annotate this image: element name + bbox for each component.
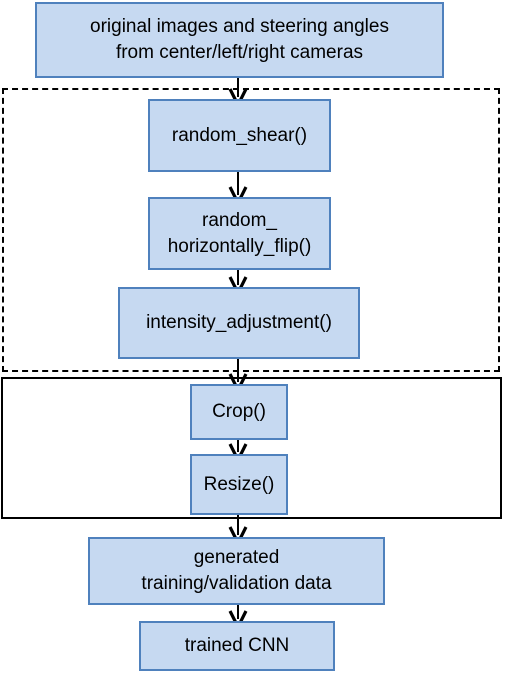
crop-label: Crop() xyxy=(212,401,266,422)
source-node-line2: from center/left/right cameras xyxy=(115,42,364,63)
source-node-line1: original images and steering angles xyxy=(90,16,389,37)
crop-node: Crop() xyxy=(190,384,288,440)
random-flip-line2: horizontally_flip() xyxy=(167,235,312,257)
resize-label: Resize() xyxy=(203,473,275,495)
trained-cnn-node: trained CNN xyxy=(139,621,335,671)
generated-data-line2: training/validation data xyxy=(141,573,332,594)
trained-cnn-label: trained CNN xyxy=(184,635,290,656)
preprocessing-group-frame xyxy=(1,377,502,519)
source-node: original images and steering angles from… xyxy=(35,2,444,78)
intensity-adjustment-label: intensity_adjustment() xyxy=(146,312,332,333)
generated-data-node: generated training/validation data xyxy=(88,537,385,605)
intensity-adjustment-node: intensity_adjustment() xyxy=(118,287,360,359)
random-flip-line1: random_ xyxy=(202,209,277,231)
random-flip-node: random_ horizontally_flip() xyxy=(148,197,331,270)
random-shear-label: random_shear() xyxy=(171,124,308,146)
resize-node: Resize() xyxy=(190,454,288,515)
augmentation-group-frame xyxy=(2,88,500,372)
random-shear-node: random_shear() xyxy=(148,99,331,172)
generated-data-line1: generated xyxy=(193,547,280,568)
